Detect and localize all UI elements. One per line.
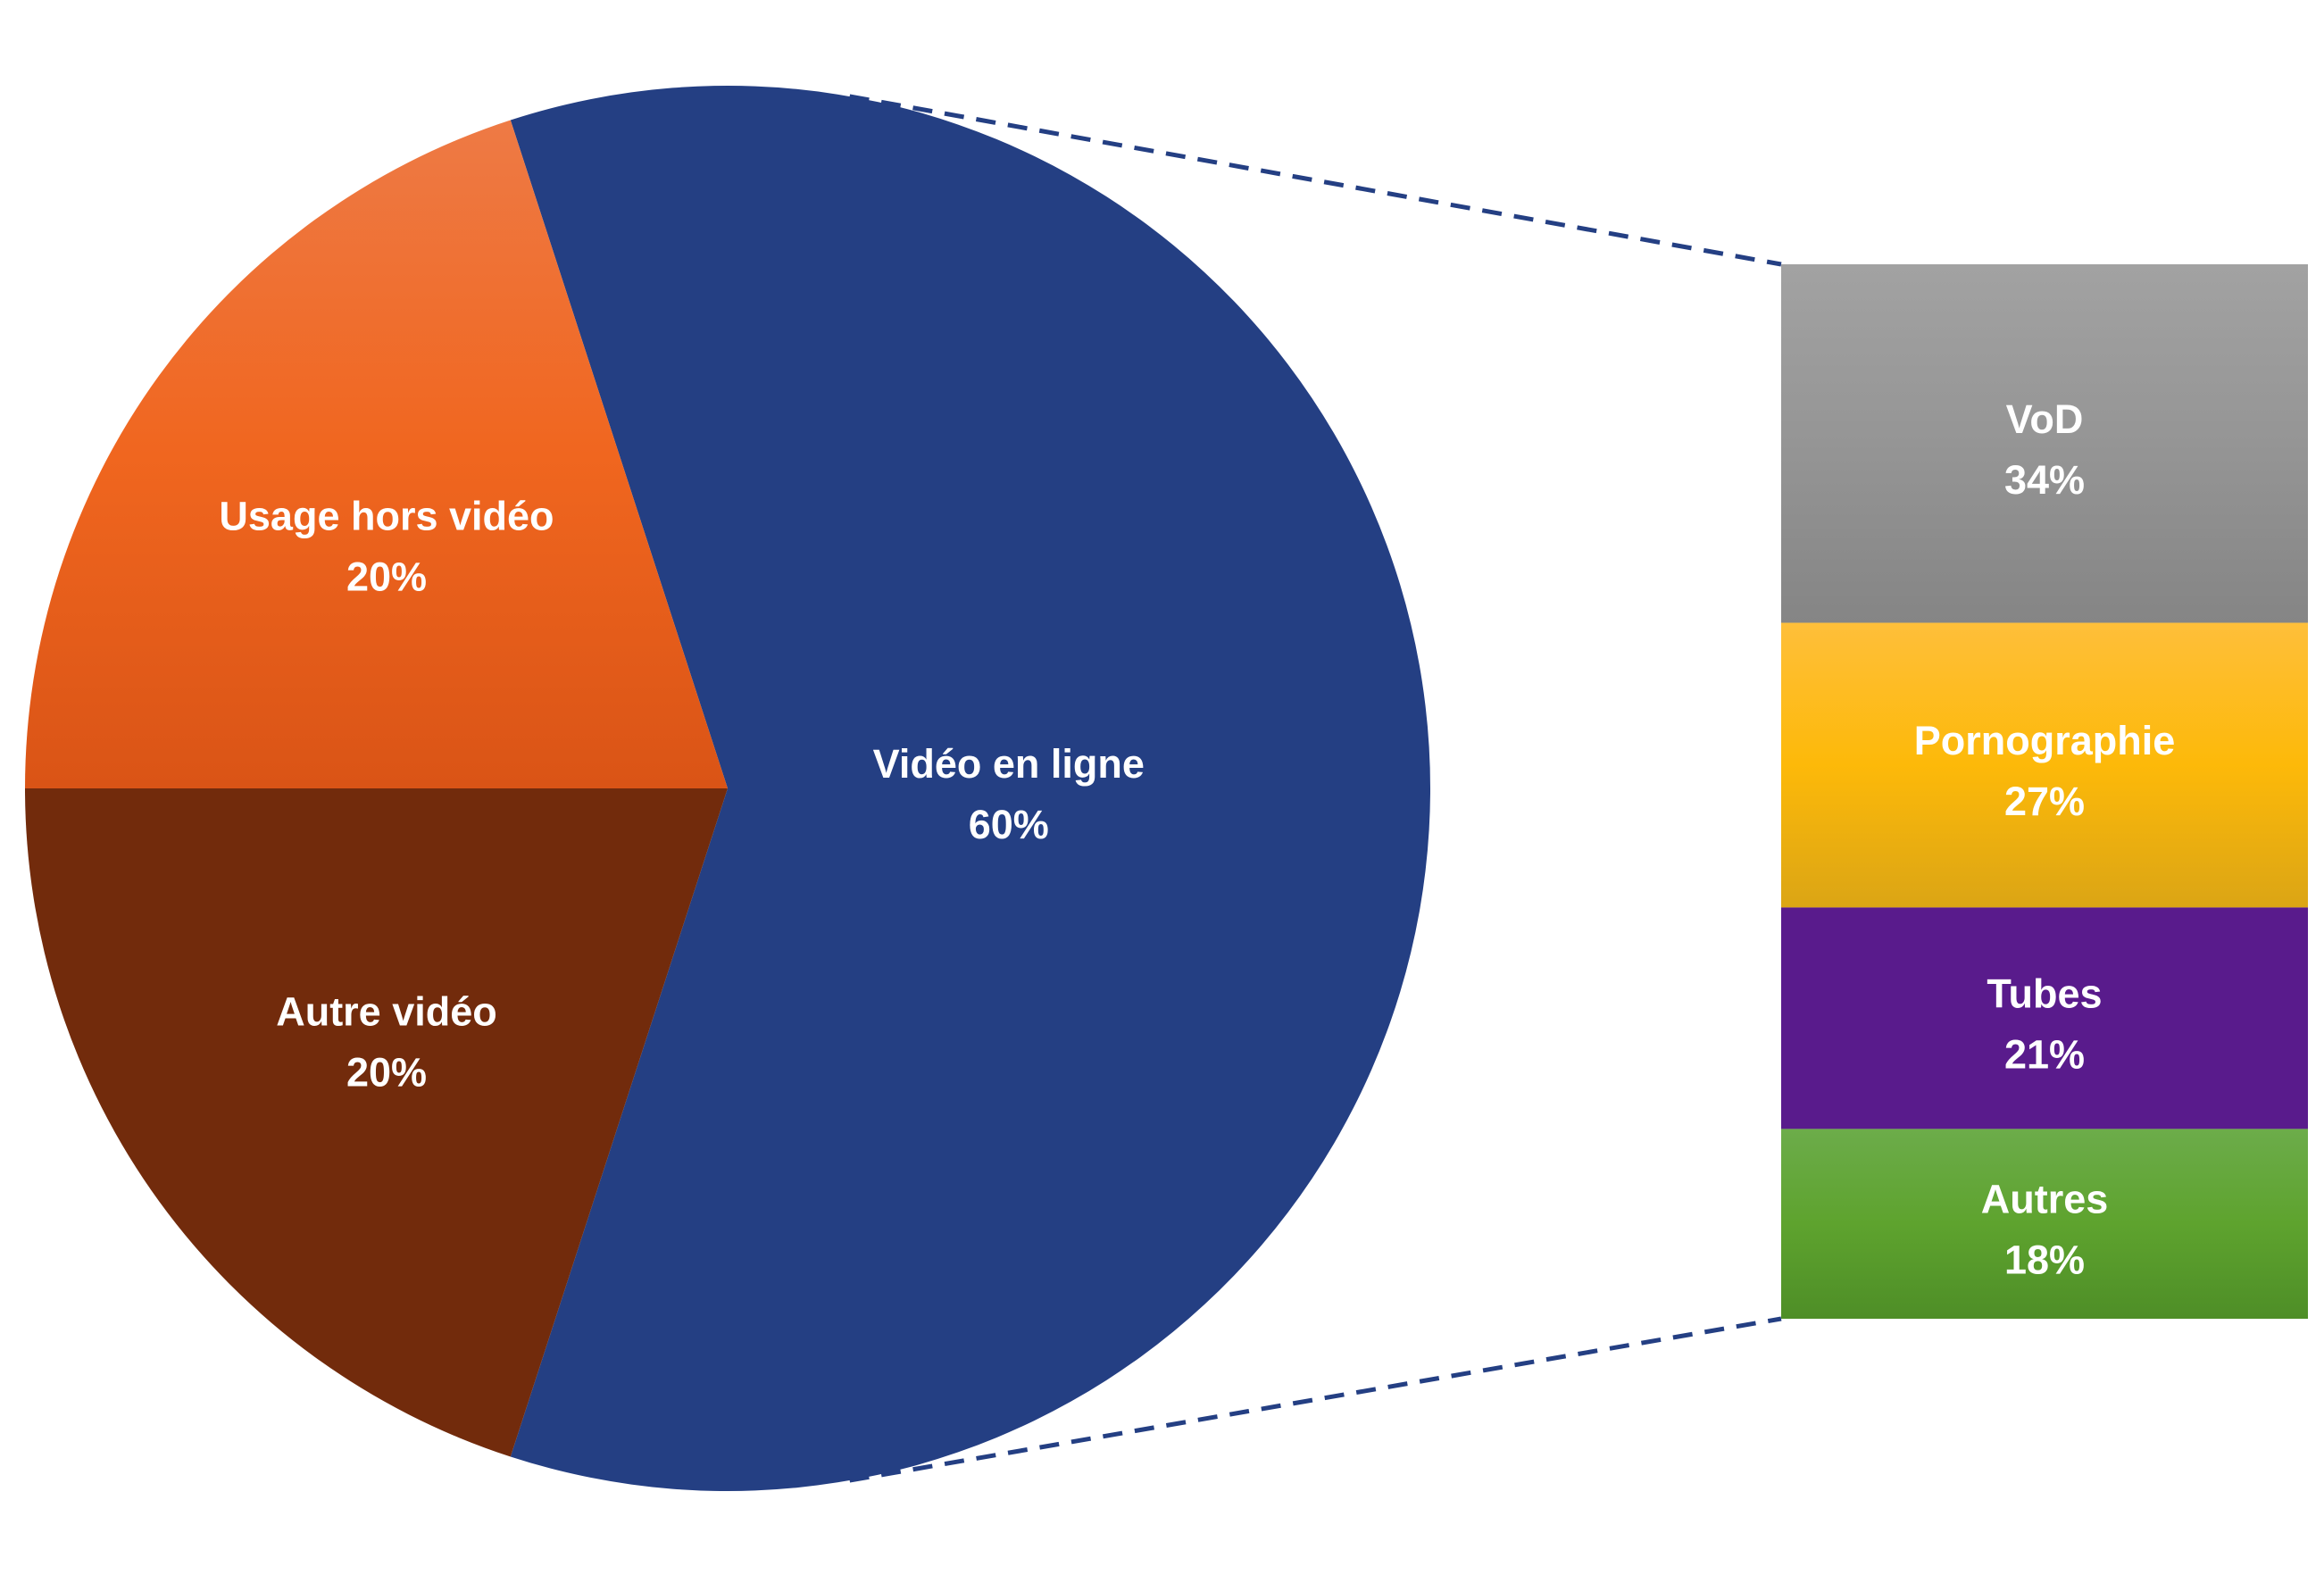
bar-segment-value-tubes: 21% (2004, 1031, 2085, 1077)
bar-segment-label-pornographie: Pornographie (1914, 718, 2176, 763)
bar-segment-value-autres: 18% (2004, 1238, 2085, 1283)
connector-lines (849, 94, 1782, 1483)
pie-slice-autre-video (25, 788, 728, 1457)
pie-slice-label-autre-video: Autre vidéo (276, 989, 497, 1035)
bar-segment-tubes (1781, 907, 2308, 1129)
pie-slice-video-en-ligne (510, 85, 1431, 1491)
pie-slice-value-video-en-ligne: 60% (969, 802, 1049, 847)
pie-group: Vidéo en ligne 60% Autre vidéo 20% Usage hor… (25, 85, 1431, 1491)
pie-slice-label-usage-hors-video: Usage hors vidéo (219, 493, 554, 538)
bar-segment-label-autres: Autres (1981, 1177, 2109, 1222)
connector-line-bottom (849, 1316, 1782, 1483)
pie-slice-label-video-en-ligne: Vidéo en ligne (873, 741, 1145, 787)
bar-segment-pornographie (1781, 622, 2308, 908)
bar-segment-vod (1781, 264, 2308, 623)
bar-segment-label-vod: VoD (2006, 396, 2084, 442)
bar-segment-value-vod: 34% (2004, 457, 2085, 503)
stacked-bar-group: VoD 34% Pornographie 27% Tubes 21% Autres 18% (1781, 264, 2308, 1319)
bar-segment-label-tubes: Tubes (1987, 971, 2102, 1016)
pie-slice-value-usage-hors-video: 20% (346, 554, 427, 599)
connector-line-top (849, 94, 1782, 267)
bar-segment-autres (1781, 1129, 2308, 1319)
pie-slice-value-autre-video: 20% (346, 1050, 427, 1096)
bar-segment-value-pornographie: 27% (2004, 779, 2085, 824)
pie-slice-usage-hors-video (25, 120, 728, 788)
